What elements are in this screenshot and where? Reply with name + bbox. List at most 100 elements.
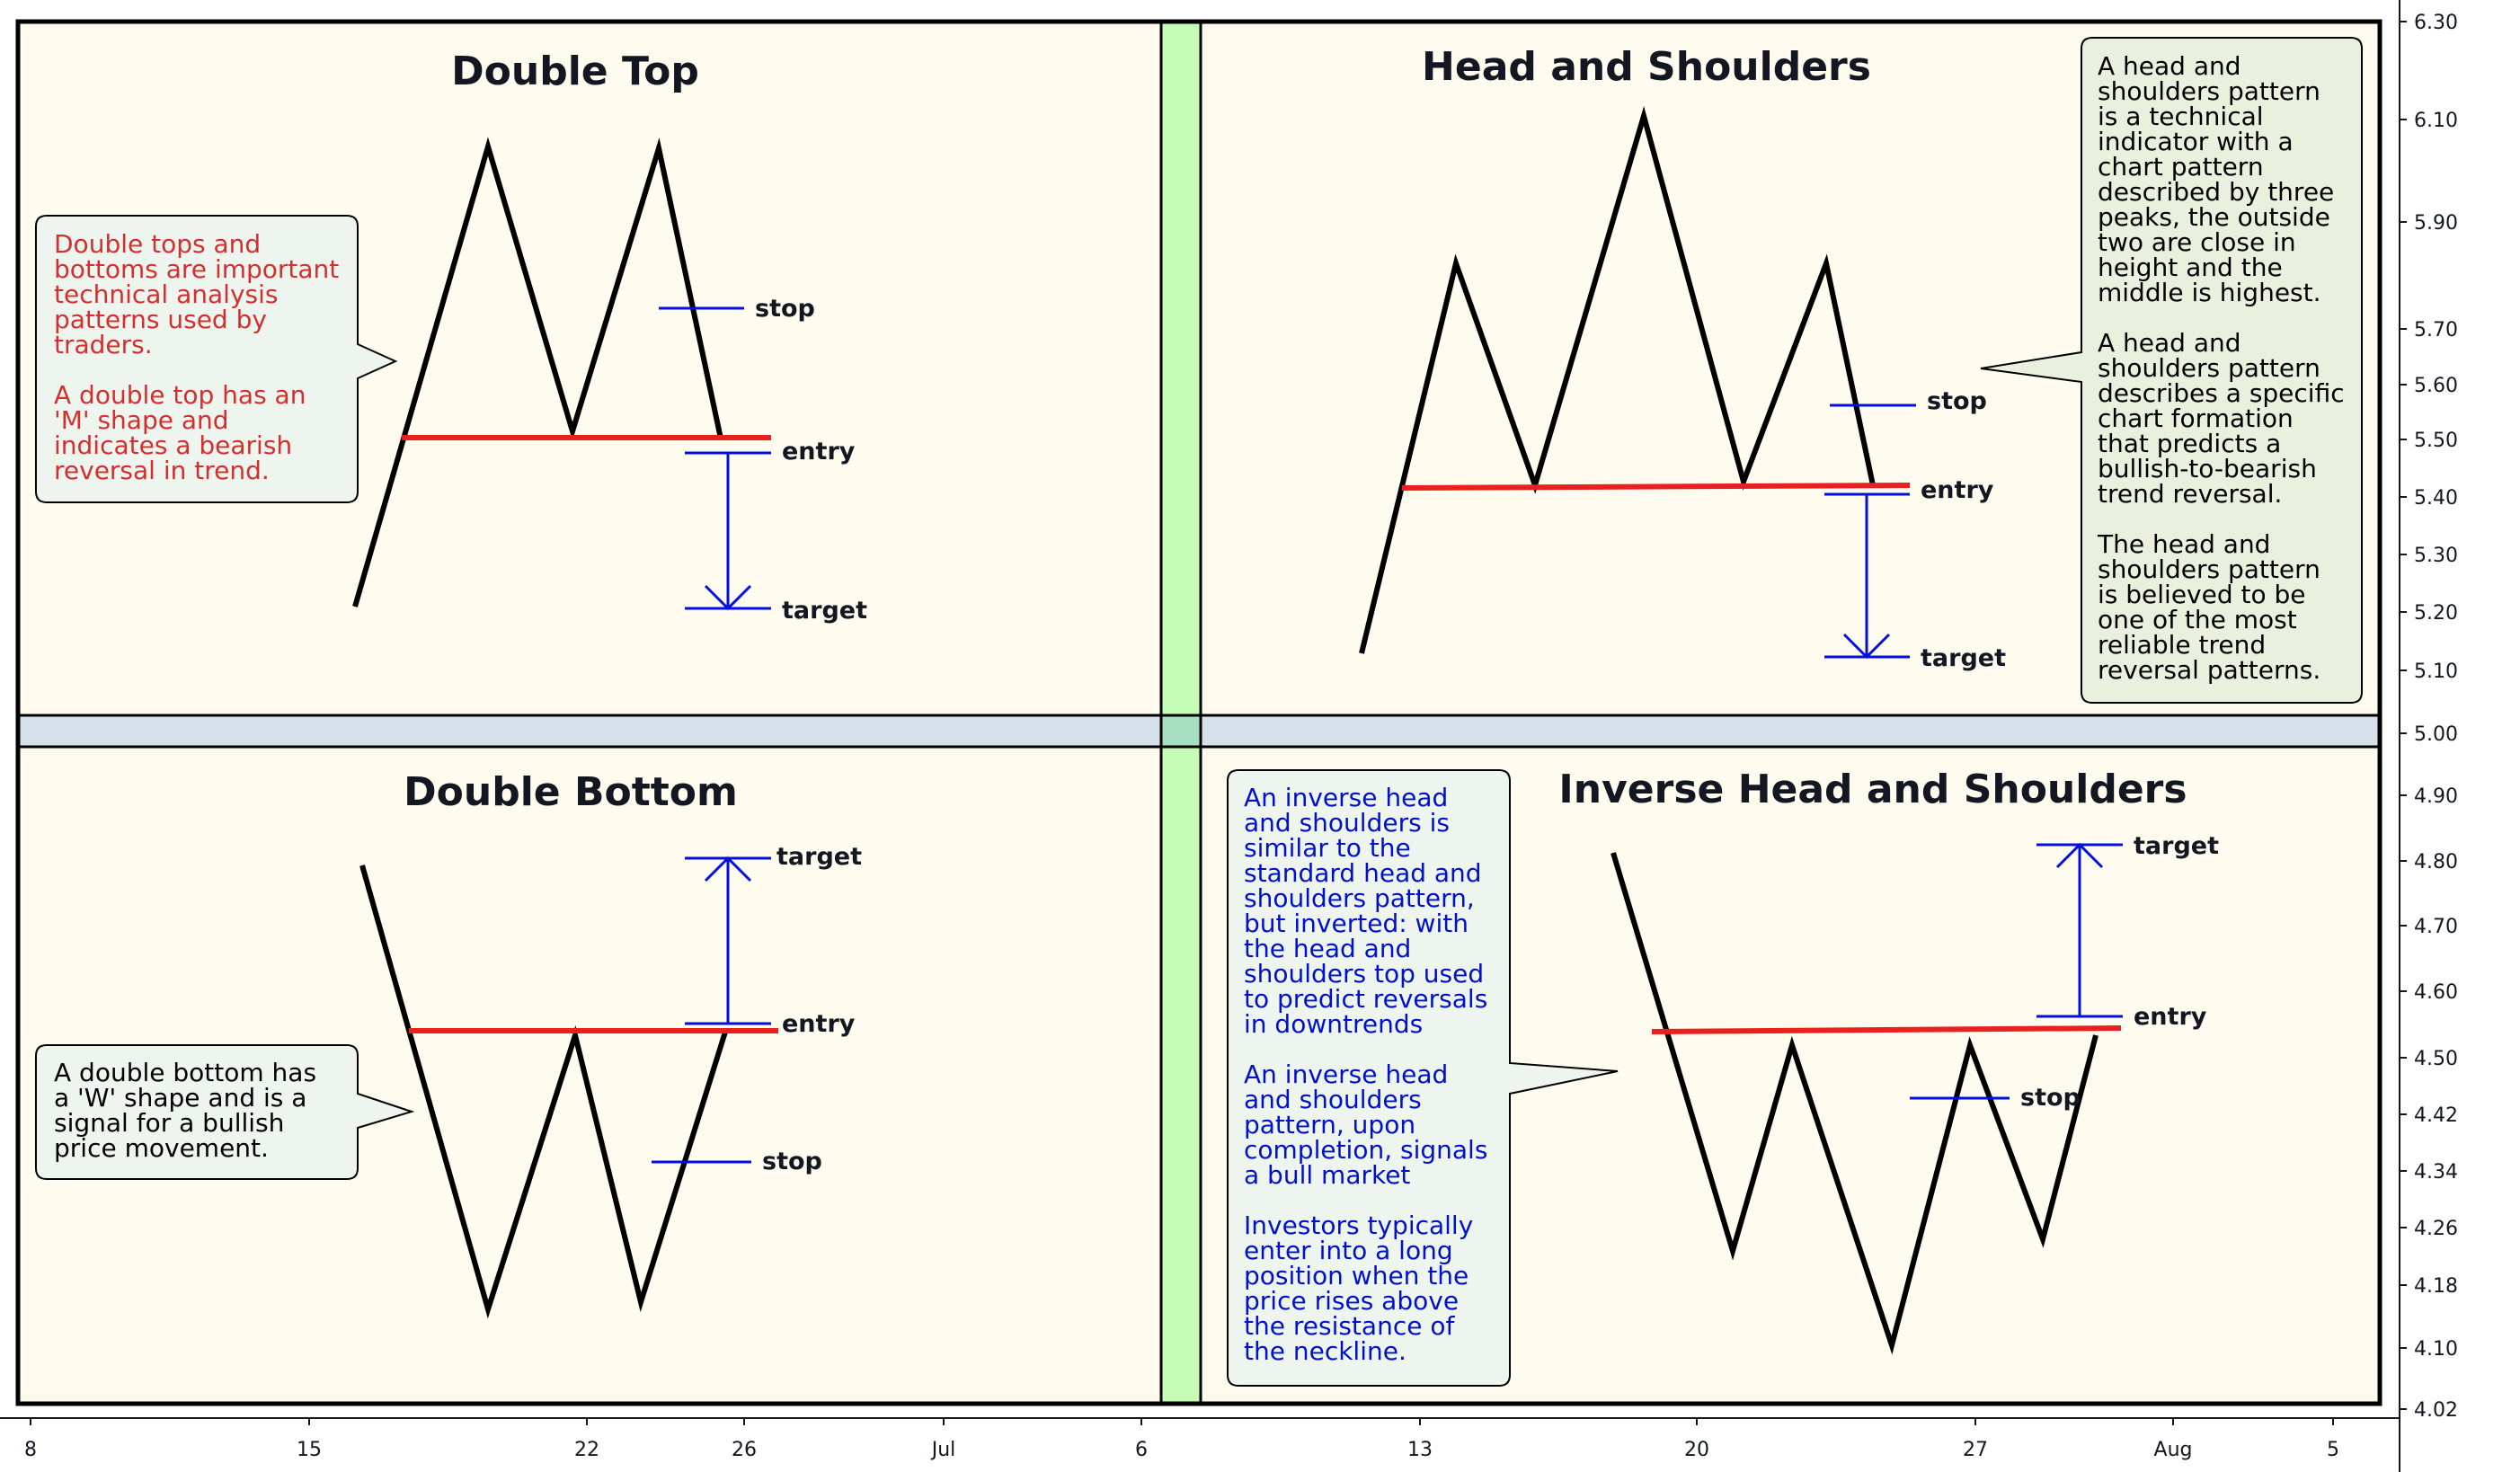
note-line: shoulders pattern, [1244,883,1475,913]
time-tick-label: 20 [1684,1439,1709,1461]
note-line: bullish-to-bearish [2098,454,2317,483]
note-line: bottoms are important [54,254,339,284]
callout-head-and-shoulders [1980,37,2363,704]
note-line: A head and [2098,328,2241,358]
price-axis[interactable]: 6.30 6.10 5.90 5.70 5.60 5.50 5.40 5.30 5.20 5.10… [2400,12,2458,1422]
title-double-bottom: Double Bottom [404,769,738,815]
note-line: A double top has an [54,380,306,410]
note-line: peaks, the outside [2098,202,2330,232]
price-tick-label: 4.18 [2414,1275,2458,1298]
outer-frame [15,19,2382,1406]
note-line: indicator with a [2098,127,2294,156]
note-line: height and the [2098,253,2283,282]
price-tick-label: 5.40 [2414,487,2458,510]
note-line: in downtrends [1244,1009,1423,1039]
neckline-head-and-shoulders [1401,483,1911,491]
note-line: reliable trend [2098,630,2266,660]
time-tick-label: Jul [930,1439,956,1461]
note-line: trend reversal. [2098,479,2282,509]
stop-label-inverse-head-and-shoulders: stop [2020,1084,2081,1112]
note-line: standard head and [1244,858,1482,888]
note-line: price rises above [1244,1286,1459,1316]
price-tick-label: 4.70 [2414,916,2458,938]
note-line: Investors typically [1244,1210,1473,1240]
note-line: shoulders pattern [2098,353,2320,383]
time-tick-label: 5 [2327,1439,2339,1461]
note-line: pattern, upon [1244,1110,1415,1139]
entry-label-double-bottom: entry [782,1010,856,1038]
note-line: to predict reversals [1244,984,1487,1014]
band-intersection [1161,715,1201,747]
entry-label-inverse-head-and-shoulders: entry [2134,1003,2207,1031]
note-line: two are close in [2098,227,2296,257]
note-line: The head and [2097,529,2270,559]
price-tick-label: 4.80 [2414,851,2458,873]
note-line: a bull market [1244,1160,1410,1190]
stop-label-double-bottom: stop [762,1148,822,1175]
price-tick-label: 5.70 [2414,319,2458,341]
price-tick-label: 5.30 [2414,545,2458,567]
callout-double-top [35,215,398,503]
price-tick-label: 4.02 [2414,1399,2458,1422]
price-tick-label: 4.60 [2414,981,2458,1004]
note-line: is believed to be [2098,580,2306,609]
price-tick-label: 5.50 [2414,430,2458,452]
note-line: traders. [54,330,153,359]
note-line: middle is highest. [2098,278,2321,307]
price-line-double-top [352,137,723,607]
time-tick-label: 6 [1135,1439,1148,1461]
time-tick-label: Aug [2154,1439,2193,1461]
note-line: completion, signals [1244,1135,1487,1165]
note-line: 'M' shape and [54,405,229,435]
note-line: Double tops and [54,229,261,259]
title-inverse-head-and-shoulders: Inverse Head and Shoulders [1558,767,2187,812]
price-tick-label: 5.90 [2414,212,2458,235]
note-line: shoulders top used [1244,959,1484,989]
price-tick-label: 6.10 [2414,110,2458,132]
note-line: shoulders pattern [2098,554,2320,584]
vertical-band [1161,22,1201,1404]
target-label-head-and-shoulders: target [1921,644,2006,672]
title-head-and-shoulders: Head and Shoulders [1422,44,1871,90]
note-line: one of the most [2098,605,2297,634]
stop-label-double-top: stop [755,295,815,323]
price-tick-label: 4.34 [2414,1161,2458,1184]
callout-inverse-head-and-shoulders [1227,769,1619,1387]
note-line: A head and [2098,51,2241,81]
note-line: price movement. [54,1133,269,1163]
price-tick-label: 5.20 [2414,602,2458,625]
title-double-top: Double Top [451,49,699,94]
entry-label-double-top: entry [782,438,856,466]
price-tick-label: 6.30 [2414,12,2458,34]
note-line: a 'W' shape and is a [54,1083,306,1113]
price-tick-label: 4.10 [2414,1338,2458,1361]
note-line: the resistance of [1244,1311,1455,1341]
note-line: enter into a long [1244,1236,1453,1265]
note-line: A double bottom has [54,1058,316,1087]
note-line: but inverted: with [1244,909,1469,938]
note-line: reversal in trend. [54,456,270,485]
stop-label-head-and-shoulders: stop [1927,387,1987,415]
note-line: indicates a bearish [54,430,292,460]
neckline-inverse-head-and-shoulders [1651,1025,2122,1034]
note-line: chart pattern [2098,152,2264,182]
note-line: chart formation [2098,403,2294,433]
price-tick-label: 4.90 [2414,785,2458,808]
price-tick-label: 5.60 [2414,375,2458,397]
price-line-double-bottom [359,865,729,1319]
time-tick-label: 27 [1963,1439,1988,1461]
price-tick-label: 4.50 [2414,1048,2458,1070]
note-line: reversal patterns. [2098,655,2320,685]
note-line: the head and [1244,934,1411,963]
price-tick-label: 5.00 [2414,723,2458,746]
note-line: the neckline. [1244,1336,1406,1366]
note-line: similar to the [1244,833,1411,863]
time-tick-label: 8 [24,1439,37,1461]
price-tick-label: 5.10 [2414,661,2458,683]
target-label-double-bottom: target [776,843,862,871]
